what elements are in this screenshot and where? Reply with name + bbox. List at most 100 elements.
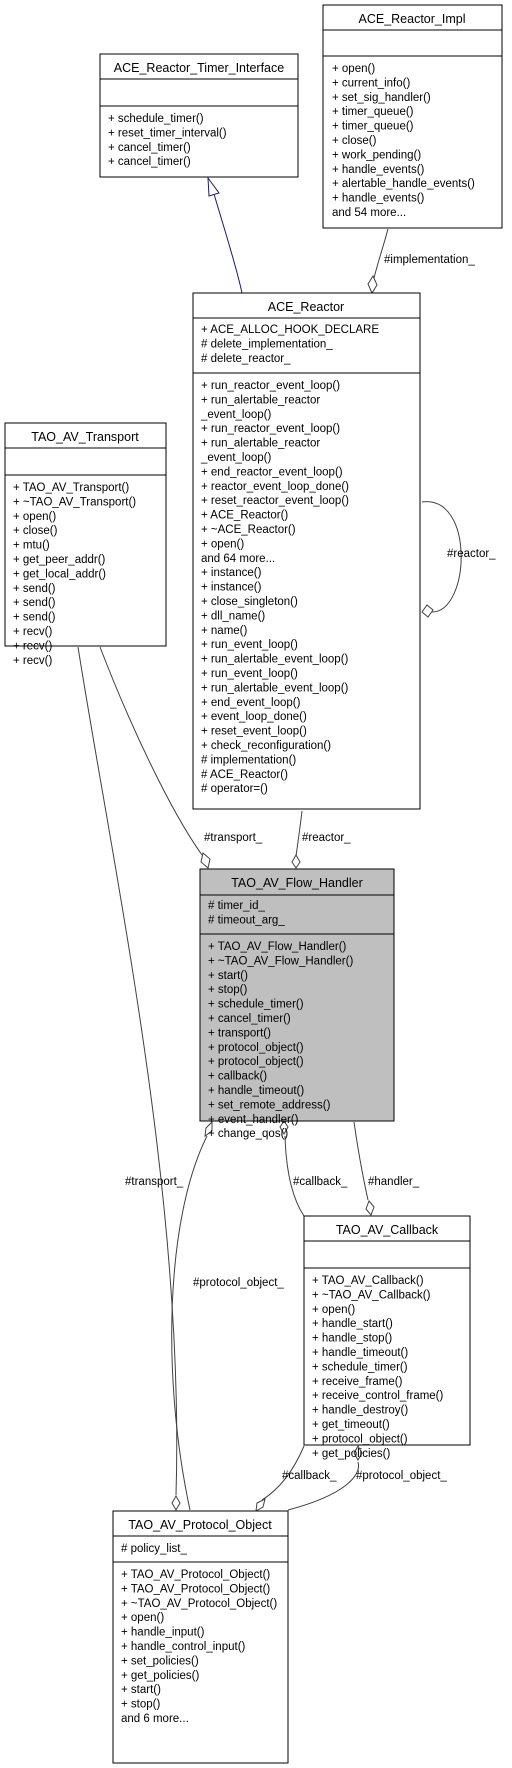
class-member: + TAO_AV_Callback() (312, 1275, 424, 1287)
class-member: + run_event_loop() (201, 639, 298, 651)
attribute-list: # policy_list_ (121, 1543, 187, 1555)
class-member: + stop() (208, 984, 247, 996)
transport-po-diamond (171, 1494, 181, 1512)
class-member: + reset_reactor_event_loop() (201, 495, 349, 507)
class-member: # operator=() (201, 783, 268, 795)
class-member: + run_reactor_event_loop() (201, 423, 340, 435)
class-member: + run_alertable_event_loop() (201, 654, 349, 666)
attribute-list: # timer_id_# timeout_arg_ (208, 900, 285, 926)
class-ace-reactor[interactable]: ACE_Reactor + ACE_ALLOC_HOOK_DECLARE# de… (192, 292, 421, 810)
edge-transport-flow-handler: #transport_ (99, 646, 263, 869)
class-member: + current_info() (332, 77, 410, 89)
class-member: + ~ACE_Reactor() (201, 524, 296, 536)
method-list: + open()+ current_info()+ set_sig_handle… (332, 63, 475, 219)
edge-label-protocol-object-fh: #protocol_object_ (193, 1277, 284, 1289)
class-title: ACE_Reactor_Impl (359, 12, 466, 26)
class-member: + ~TAO_AV_Protocol_Object() (121, 1598, 277, 1610)
class-member: + handle_timeout() (208, 1085, 304, 1097)
class-title: ACE_Reactor_Timer_Interface (114, 61, 284, 75)
class-member: + schedule_timer() (312, 1361, 408, 1373)
class-member: + recv() (13, 626, 52, 638)
class-member: + TAO_AV_Flow_Handler() (208, 941, 347, 953)
callback-po-diamond (255, 1498, 266, 1512)
class-member: + timer_queue() (332, 121, 414, 133)
class-tao-av-transport[interactable]: TAO_AV_Transport + TAO_AV_Transport()+ ~… (4, 422, 167, 667)
class-member: + ~TAO_AV_Flow_Handler() (208, 955, 353, 967)
class-member: # policy_list_ (121, 1543, 187, 1555)
class-member: + receive_frame() (312, 1376, 403, 1388)
class-tao-av-protocol-object[interactable]: TAO_AV_Protocol_Object # policy_list_ + … (112, 1510, 289, 1764)
class-member: + mtu() (13, 540, 50, 552)
edge-callback-flow-handler: #callback_ (279, 1120, 348, 1217)
class-member: + alertable_handle_events() (332, 178, 475, 190)
class-member: + open() (13, 511, 56, 523)
edge-reactor-self: #reactor_ (421, 501, 496, 618)
method-list: + TAO_AV_Transport()+ ~TAO_AV_Transport(… (13, 482, 136, 667)
class-member: + reset_timer_interval() (108, 127, 227, 139)
class-member: + set_sig_handler() (332, 92, 431, 104)
protocol-object-fh-diamond (204, 1120, 213, 1138)
edge-callback-protocol-object: #callback_ (255, 1445, 337, 1512)
class-member: + ~TAO_AV_Callback() (312, 1289, 431, 1301)
class-tao-av-flow-handler[interactable]: TAO_AV_Flow_Handler # timer_id_# timeout… (199, 868, 395, 1140)
class-member: + receive_control_frame() (312, 1390, 444, 1402)
edge-label-reactor-fh: #reactor_ (302, 832, 351, 844)
callback-fh-diamond (279, 1120, 289, 1136)
inheritance-arrow-head (207, 176, 220, 197)
edge-transport-protocol-object: #transport_ (77, 646, 184, 1512)
class-member: + handle_destroy() (312, 1405, 408, 1417)
class-member: + set_policies() (121, 1655, 199, 1667)
edge-label-reactor-self: #reactor_ (447, 548, 496, 560)
class-member: + handle_events() (332, 193, 425, 205)
class-ace-reactor-impl[interactable]: ACE_Reactor_Impl + open()+ current_info(… (322, 4, 503, 229)
edge-label-protocol-object-cb: #protocol_object_ (356, 1470, 447, 1482)
class-member: and 64 more... (201, 553, 275, 565)
class-member: + stop() (121, 1699, 160, 1711)
class-tao-av-callback[interactable]: TAO_AV_Callback + TAO_AV_Callback() + ~TA… (303, 1215, 471, 1460)
edge-inheritance-timer-interface (207, 176, 243, 294)
class-member: + protocol_object() (312, 1433, 408, 1445)
edge-reactor-flow-handler: #reactor_ (291, 810, 351, 869)
edge-label-callback-po: #callback_ (282, 1470, 337, 1482)
transport-fh-diamond (200, 852, 211, 869)
class-member: + callback() (208, 1071, 267, 1083)
class-member: + change_qos() (208, 1128, 288, 1140)
edge-label-transport-fh: #transport_ (204, 832, 263, 844)
class-member: + timer_queue() (332, 106, 414, 118)
class-member: + protocol_object() (208, 1056, 304, 1068)
method-list: + TAO_AV_Flow_Handler() + ~TAO_AV_Flow_Ha… (208, 941, 353, 1140)
class-member: + dll_name() (201, 610, 265, 622)
class-member: + end_event_loop() (201, 697, 301, 709)
class-member: + handle_start() (312, 1318, 393, 1330)
class-member: + schedule_timer() (108, 113, 204, 125)
class-member: + handle_events() (332, 164, 425, 176)
edge-label-handler: #handler_ (368, 1176, 420, 1188)
class-title: TAO_AV_Callback (336, 1223, 439, 1237)
class-member: # delete_implementation_ (201, 338, 333, 350)
class-member: + start() (208, 970, 248, 982)
class-member: + TAO_AV_Transport() (13, 482, 129, 494)
class-ace-reactor-timer-interface[interactable]: ACE_Reactor_Timer_Interface + schedule_t… (99, 53, 299, 178)
implementation-diamond (367, 274, 378, 295)
class-member: + run_reactor_event_loop() (201, 380, 340, 392)
edge-implementation: #implementation_ (367, 228, 475, 295)
class-member: # timeout_arg_ (208, 914, 285, 926)
attribute-list: + ACE_ALLOC_HOOK_DECLARE# delete_impleme… (201, 324, 379, 365)
class-member: + ACE_Reactor() (201, 510, 288, 522)
class-member: + check_reconfiguration() (201, 740, 331, 752)
class-member: + name() (201, 625, 248, 637)
class-member: + set_remote_address() (208, 1099, 331, 1111)
class-member: + TAO_AV_Protocol_Object() (121, 1583, 270, 1595)
class-member: + handle_input() (121, 1627, 205, 1639)
class-member: + run_alertable_reactor (201, 438, 320, 450)
class-member: + schedule_timer() (208, 999, 304, 1011)
class-member: + close_singleton() (201, 596, 298, 608)
class-member: + send() (13, 612, 56, 624)
class-member: + instance() (201, 567, 262, 579)
method-list: + run_reactor_event_loop() + run_alertabl… (200, 380, 349, 795)
method-list: + schedule_timer() + reset_timer_interval… (108, 113, 227, 168)
class-member: + run_alertable_reactor (201, 394, 320, 406)
class-member: + handle_control_input() (121, 1641, 246, 1653)
class-member: + event_loop_done() (201, 711, 307, 723)
